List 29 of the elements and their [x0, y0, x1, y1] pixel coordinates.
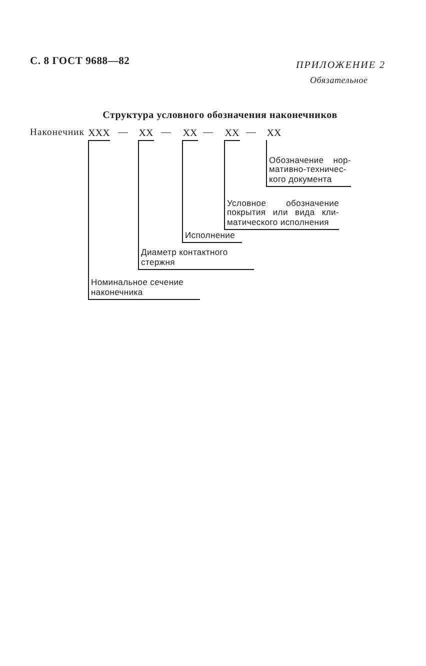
- description-bracket: [88, 273, 200, 300]
- description-bracket: [138, 244, 254, 270]
- status-note: Обязательное: [310, 75, 368, 86]
- description-text: Исполнение: [185, 230, 236, 240]
- description-bracket: [266, 146, 351, 187]
- leader-line: [138, 140, 139, 244]
- dash-separator: —: [246, 127, 256, 139]
- description-text: Обозначение нор- мативно-техничес- кого документа: [269, 156, 351, 184]
- fill-in-field: ХХ: [182, 127, 198, 141]
- diagram-title: Структура условного обозначения наконечников: [102, 110, 338, 122]
- appendix-heading: ПРИЛОЖЕНИЕ 2: [296, 60, 386, 72]
- leader-line: [88, 140, 89, 274]
- dash-separator: —: [118, 127, 128, 139]
- description-bracket: [182, 230, 242, 243]
- fill-in-field: ХХХ: [88, 127, 110, 141]
- leader-line: [266, 140, 267, 146]
- leader-line: [224, 140, 225, 190]
- dash-separator: —: [203, 127, 213, 139]
- dash-separator: —: [161, 127, 171, 139]
- description-text: Диаметр контактного стержня: [141, 248, 229, 267]
- fill-in-field: ХХ: [266, 127, 282, 140]
- description-bracket: [224, 189, 339, 230]
- description-text: Условное обозначение покрытия или вида кли- матического исполнения: [227, 198, 339, 227]
- product-name: Наконечник: [30, 127, 85, 139]
- leader-line: [182, 140, 183, 230]
- fill-in-field: ХХ: [138, 127, 154, 141]
- description-text: Номинальное сечение наконечника: [91, 278, 185, 297]
- page-header: С. 8 ГОСТ 9688—82: [30, 56, 130, 68]
- fill-in-field: ХХ: [224, 127, 240, 141]
